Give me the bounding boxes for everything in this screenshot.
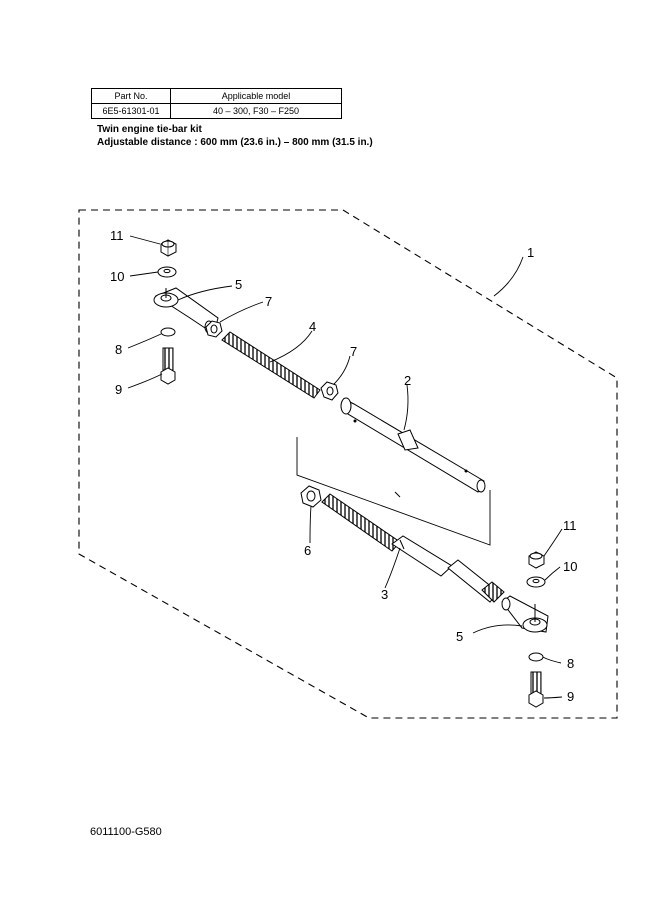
callout-5-lower: 5: [456, 629, 463, 644]
callout-1: 1: [527, 245, 534, 260]
inner-rod-3: [321, 493, 505, 603]
callout-11-upper: 11: [110, 228, 124, 243]
rod-end-5-lower: [501, 595, 549, 633]
callout-7-upper: 7: [265, 294, 272, 309]
callout-4: 4: [309, 319, 316, 334]
rod-end-5-upper: [153, 287, 219, 335]
nut-7-upper: [205, 320, 223, 338]
assembly-bracket: [296, 437, 491, 546]
spring-washer-8-lower: [528, 652, 544, 662]
bracket-tick: [394, 491, 401, 498]
threaded-rod-4: [221, 331, 321, 399]
leader-lines: [127, 235, 563, 699]
callout-10-lower: 10: [563, 559, 577, 574]
table-row: 6E5-61301-01 40 – 300, F30 – F250: [91, 103, 342, 119]
nut-6: [300, 485, 322, 508]
washer-10-upper: [157, 266, 177, 278]
kit-distance: Adjustable distance : 600 mm (23.6 in.) …: [97, 137, 373, 148]
bolt-9-upper: [160, 347, 176, 385]
kit-title: Twin engine tie-bar kit: [97, 124, 202, 135]
parts-table: Part No. Applicable model 6E5-61301-01 4…: [91, 88, 342, 119]
bolt-9-lower: [528, 671, 544, 708]
cell-part-no: 6E5-61301-01: [91, 103, 171, 119]
callout-3: 3: [381, 587, 388, 602]
cell-applicable-model: 40 – 300, F30 – F250: [170, 103, 342, 119]
callout-9-upper: 9: [115, 382, 122, 397]
cap-nut-11-upper: [160, 239, 177, 257]
callout-6: 6: [304, 543, 311, 558]
table-header-row: Part No. Applicable model: [91, 88, 342, 104]
cap-nut-11-lower: [528, 551, 545, 569]
callout-9-lower: 9: [567, 689, 574, 704]
callout-5-upper: 5: [235, 277, 242, 292]
drawing-code: 6011100-G580: [90, 826, 162, 838]
callout-2: 2: [404, 373, 411, 388]
kit-boundary: [78, 209, 618, 719]
callout-8-lower: 8: [567, 656, 574, 671]
nut-7-middle: [320, 381, 339, 401]
callout-7-middle: 7: [350, 344, 357, 359]
callout-11-lower: 11: [563, 518, 577, 533]
outer-tube-2: [340, 397, 486, 493]
spring-washer-8-upper: [160, 327, 176, 337]
callout-10-upper: 10: [110, 269, 124, 284]
callout-8-upper: 8: [115, 342, 122, 357]
washer-10-lower: [526, 576, 546, 588]
